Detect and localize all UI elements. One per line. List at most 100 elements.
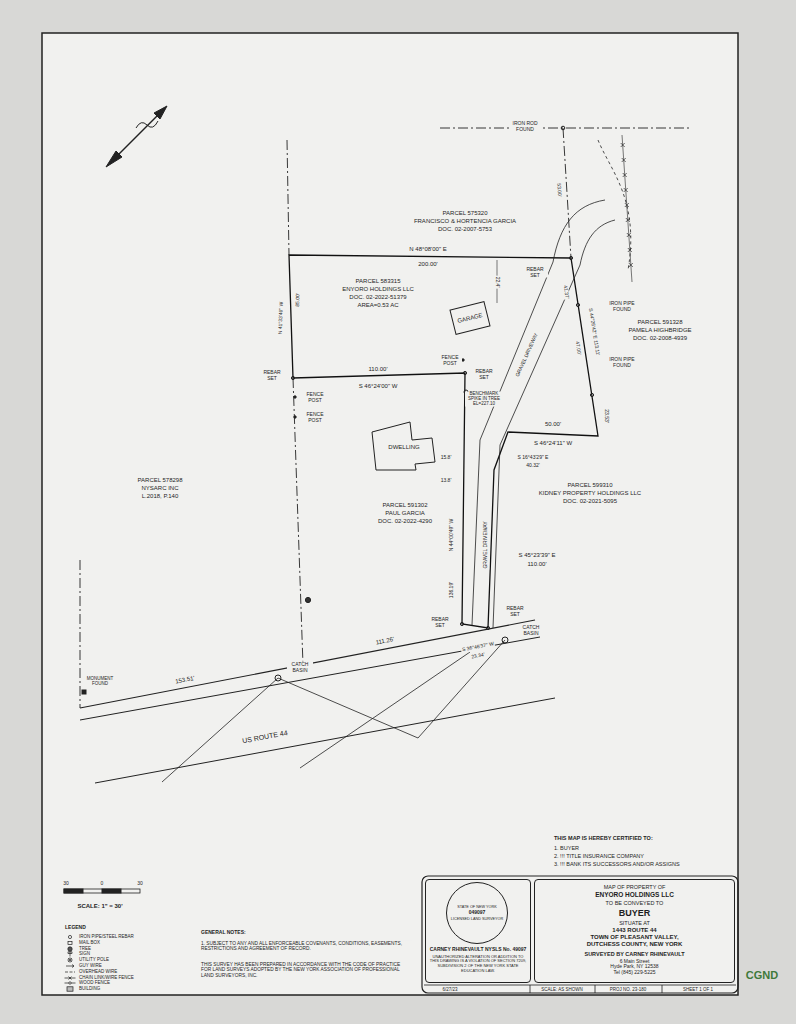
- certification-text: 1. BUYER: [553, 845, 580, 851]
- legend-symbol-group: [65, 976, 76, 979]
- frontage-line: [80, 620, 535, 708]
- scale-bar: [64, 889, 140, 893]
- legend-text: SIGN: [79, 951, 90, 957]
- fence-post: [294, 416, 296, 418]
- pipe-symbol: [68, 935, 71, 938]
- driveway-edge: [553, 200, 605, 262]
- legend-symbol-group: [68, 958, 72, 962]
- title-strip-divider: [595, 985, 596, 993]
- node-text: BUYER: [619, 908, 651, 918]
- node-text: UNAUTHORIZED ALTERATION OR ADDITION TO T…: [428, 955, 528, 973]
- title-block-frame: [422, 876, 738, 993]
- survey-label: S 45°23'39" E: [517, 552, 556, 559]
- wood-fence-line: [65, 983, 76, 984]
- legend-text: IRON PIPE/STEEL REBAR: [79, 934, 134, 940]
- legend-item: MAIL BOX: [64, 940, 100, 946]
- survey-label: FENCE POST: [438, 355, 462, 366]
- scale-bar-fill: [64, 889, 83, 893]
- scale-text: SCALE: 1" = 30': [76, 903, 123, 910]
- general-note: 1. SUBJECT TO ANY AND ALL ENFORCEABLE CO…: [200, 941, 412, 952]
- survey-label: PAUL GARCIA: [384, 510, 426, 517]
- survey-label: FENCE POST: [303, 412, 327, 423]
- scale-bar-fill: [102, 889, 121, 893]
- node-text: STATE OF NEW YORK: [457, 905, 497, 909]
- node-text: DWELLING: [388, 444, 419, 451]
- sheet-info: PROJ NO. 23-180: [609, 987, 648, 992]
- survey-label: 110.00': [526, 561, 547, 568]
- legend-item: TREE: [64, 946, 91, 952]
- legend-item: WOOD FENCE: [64, 980, 110, 986]
- survey-label: PARCEL 599310: [566, 482, 613, 489]
- survey-label: 53.00': [556, 182, 563, 198]
- certification-text: 2. !!! TITLE INSURANCE COMPANY: [553, 853, 645, 859]
- survey-label: S 16°43'29" E: [517, 455, 550, 461]
- legend-symbol: [64, 934, 76, 940]
- road-edge: [95, 698, 555, 783]
- property-boundary: [289, 255, 598, 628]
- survey-label: L.2018, P.140: [141, 493, 180, 500]
- title-block: MAP OF PROPERTY OFENYORO HOLDINGS LLCTO …: [534, 879, 735, 983]
- node-text: SURVEYED BY CARNEY RHINEVAULT: [584, 951, 684, 957]
- survey-label: PARCEL 583315: [354, 278, 401, 285]
- survey-label: REBAR SET: [522, 267, 548, 278]
- survey-label: 200.00': [417, 261, 439, 268]
- linework: [64, 106, 738, 993]
- legend-item: CHAIN LINK/WIRE FENCE: [64, 975, 134, 981]
- survey-label: N 44°00'49" W: [449, 518, 455, 553]
- catch-basin: [502, 637, 508, 643]
- survey-label: 22.4': [494, 276, 500, 289]
- legend-text: GUY WIRE: [79, 963, 102, 969]
- legend-symbol-group: [65, 971, 75, 972]
- wood-fence-mark: [69, 982, 71, 984]
- pole-symbol: [68, 958, 72, 962]
- driveway-edge: [580, 220, 615, 265]
- dwelling-building: DWELLING: [372, 422, 436, 472]
- node-text: ENYORO HOLDINGS LLC: [595, 891, 674, 898]
- parcel-line: [80, 560, 81, 708]
- node-text: 049097: [469, 910, 486, 916]
- node-text: MAP OF PROPERTY OF: [604, 884, 666, 890]
- survey-label: ENYORO HOLDINGS LLC: [341, 286, 415, 293]
- survey-label: REBAR SET: [503, 606, 527, 617]
- tree-symbol: [68, 946, 72, 950]
- survey-label: IRON PIPE FOUND: [603, 301, 641, 312]
- mailbox-symbol: [68, 941, 72, 944]
- survey-label: IRON ROD FOUND: [509, 121, 541, 132]
- legend-symbol-group: [67, 987, 73, 991]
- survey-label: DOC. 02-2021-5095: [562, 498, 618, 505]
- overhead-wire: [300, 652, 470, 768]
- title-strip-divider: [662, 985, 663, 993]
- title-stamp-panel: STATE OF NEW YORK049097LICENSED LAND SUR…: [425, 879, 531, 983]
- survey-label: BENCHMARK SPIKE IN TREE EL=227.10: [465, 392, 503, 407]
- legend-text: MAIL BOX: [79, 940, 100, 946]
- legend-item: GUY WIRE: [64, 963, 102, 969]
- survey-label: 136.19': [449, 581, 455, 599]
- survey-label: DOC. 02-2008-4939: [632, 335, 688, 342]
- legend-symbol: [64, 951, 76, 957]
- guy-wire-symbol: [66, 964, 74, 967]
- legend-item: SIGN: [64, 951, 90, 957]
- survey-label: 110.00': [367, 366, 388, 373]
- title-strip-divider: [530, 985, 531, 993]
- legend-symbol-group: [65, 982, 76, 984]
- rebar: [460, 622, 463, 625]
- legend-item: OVERHEAD WIRE: [64, 969, 117, 975]
- survey-label: REBAR SET: [260, 370, 284, 381]
- legend-text: UTILITY POLE: [79, 957, 109, 963]
- survey-label: S 46°24'11" W: [533, 440, 573, 447]
- sign-symbol: [68, 952, 72, 957]
- survey-label: 85.00': [295, 292, 301, 308]
- legend-symbol-group: [66, 964, 74, 967]
- iron-rod: [561, 126, 565, 130]
- survey-label: S 46°24'00" W: [358, 383, 399, 390]
- scale-text: 30: [136, 881, 144, 887]
- survey-label: 40.32': [525, 463, 540, 469]
- iron-pipe: [590, 393, 593, 396]
- wire-fence-symbol: [65, 976, 76, 979]
- legend-item: IRON PIPE/STEEL REBAR: [64, 934, 134, 940]
- legend-symbol-group: [68, 935, 71, 938]
- rebar: [486, 626, 489, 629]
- legend-symbol-group: [68, 946, 72, 950]
- legend-symbol: [64, 980, 76, 986]
